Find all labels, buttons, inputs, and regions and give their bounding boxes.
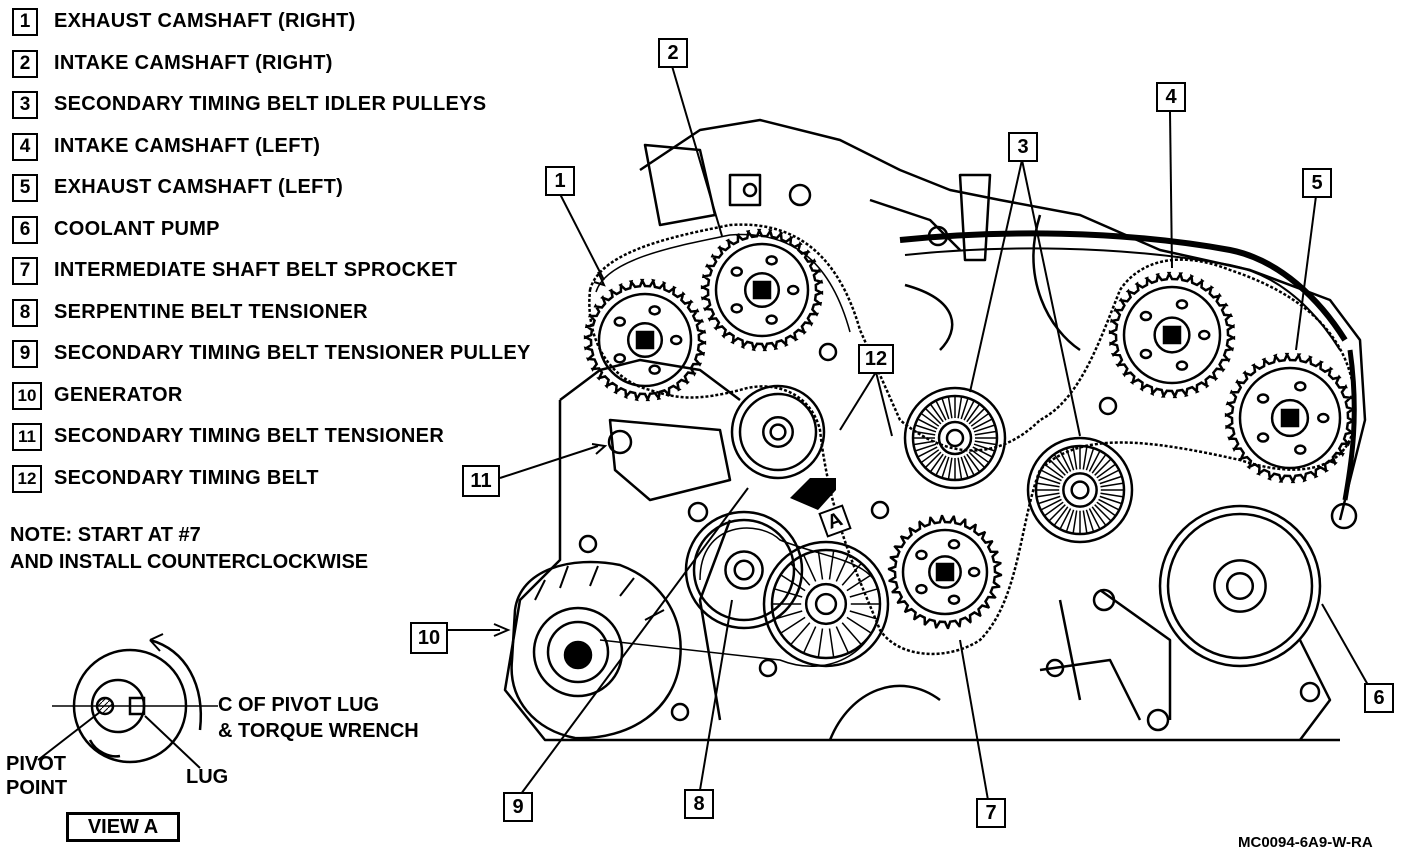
legend-item: 10 GENERATOR	[8, 380, 608, 422]
wiring-harness	[899, 230, 1348, 342]
legend-number: 6	[12, 215, 38, 244]
legend-label: INTAKE CAMSHAFT (LEFT)	[54, 134, 321, 157]
note-line-2: AND INSTALL COUNTERCLOCKWISE	[10, 551, 369, 573]
legend-label: INTAKE CAMSHAFT (RIGHT)	[54, 51, 333, 74]
legend-label: EXHAUST CAMSHAFT (RIGHT)	[54, 10, 356, 32]
callout-2: 2	[658, 38, 688, 68]
idler-pulley-lower	[1026, 436, 1134, 544]
legend-number: 4	[12, 132, 38, 161]
tensioner-pulley	[730, 384, 826, 480]
legend-label: SECONDARY TIMING BELT TENSIONER	[54, 425, 445, 447]
legend-number: 7	[12, 257, 38, 285]
lug-label: LUG	[186, 766, 229, 788]
legend-number: 5	[12, 174, 38, 202]
legend-item: 7 INTERMEDIATE SHAFT BELT SPROCKET	[8, 255, 608, 297]
legend-number: 2	[12, 49, 38, 78]
legend-item: 9 SECONDARY TIMING BELT TENSIONER PULLEY	[8, 338, 608, 380]
legend-label: SECONDARY TIMING BELT TENSIONER PULLEY	[54, 342, 531, 364]
legend-number: 12	[12, 464, 42, 493]
legend-number: 3	[12, 91, 38, 119]
cylinder-head-outline	[639, 118, 1367, 521]
intermediate-shaft-sprocket	[887, 514, 1003, 630]
legend-number: 1	[12, 8, 38, 36]
cover-inner	[608, 418, 732, 502]
legend-item: 8 SERPENTINE BELT TENSIONER	[8, 297, 608, 339]
secondary-timing-belt	[588, 223, 1357, 656]
legend-item: 5 EXHAUST CAMSHAFT (LEFT)	[8, 172, 608, 214]
centerline-label: C OF PIVOT LUG & TORQUE WRENCH	[218, 694, 419, 742]
legend-label: SECONDARY TIMING BELT IDLER PULLEYS	[54, 93, 487, 115]
note-line-1: NOTE: START AT #7	[10, 524, 201, 546]
view-a-arrow	[790, 478, 836, 510]
callout-11: 11	[462, 465, 500, 497]
figure-code: MC0094-6A9-W-RA	[1238, 834, 1373, 851]
legend-label: COOLANT PUMP	[54, 217, 220, 240]
exhaust-camshaft-right-sprocket	[583, 278, 707, 402]
head-bracket	[643, 143, 717, 227]
intake-camshaft-right-sprocket	[700, 228, 824, 352]
generator	[510, 560, 682, 740]
serpentine-tensioner-pulley	[684, 510, 804, 630]
intake-camshaft-left-sprocket	[1108, 271, 1236, 399]
view-a-inset	[37, 633, 218, 769]
legend-item: 1 EXHAUST CAMSHAFT (RIGHT)	[8, 6, 608, 48]
legend-number: 8	[12, 298, 38, 327]
callout-1: 1	[545, 166, 575, 196]
exhaust-camshaft-left-sprocket	[1224, 352, 1356, 484]
legend-item: 4 INTAKE CAMSHAFT (LEFT)	[8, 131, 608, 173]
callout-9: 9	[503, 792, 533, 822]
legend-label: SECONDARY TIMING BELT	[54, 466, 319, 489]
callout-4: 4	[1156, 82, 1186, 112]
idler-pulley-upper	[903, 386, 1007, 490]
legend-number: 11	[12, 423, 42, 451]
legend-label: EXHAUST CAMSHAFT (LEFT)	[54, 176, 344, 198]
legend-item: 11 SECONDARY TIMING BELT TENSIONER	[8, 421, 608, 463]
legend-number: 10	[12, 381, 42, 410]
callout-6: 6	[1364, 683, 1394, 713]
legend-item: 3 SECONDARY TIMING BELT IDLER PULLEYS	[8, 89, 608, 131]
serpentine-ribbed-pulley	[762, 540, 890, 668]
serpentine-belt	[599, 527, 881, 667]
legend-number: 9	[12, 340, 38, 368]
callout-8: 8	[684, 789, 714, 819]
pivot-point-label: PIVOT POINT	[6, 753, 68, 799]
callout-12: 12	[858, 344, 894, 374]
callout-10: 10	[410, 622, 448, 654]
coolant-pump	[1158, 504, 1322, 668]
callout-5: 5	[1302, 168, 1332, 198]
view-a-title: VIEW A	[66, 812, 180, 842]
legend-label: SERPENTINE BELT TENSIONER	[54, 300, 368, 323]
callout-7: 7	[976, 798, 1006, 828]
legend-item: 2 INTAKE CAMSHAFT (RIGHT)	[8, 48, 608, 90]
legend-item: 12 SECONDARY TIMING BELT	[8, 463, 608, 505]
legend-item: 6 COOLANT PUMP	[8, 214, 608, 256]
callout-3: 3	[1008, 132, 1038, 162]
installation-note: NOTE: START AT #7 AND INSTALL COUNTERCLO…	[10, 522, 368, 576]
legend-label: GENERATOR	[54, 383, 183, 406]
legend-label: INTERMEDIATE SHAFT BELT SPROCKET	[54, 259, 458, 281]
